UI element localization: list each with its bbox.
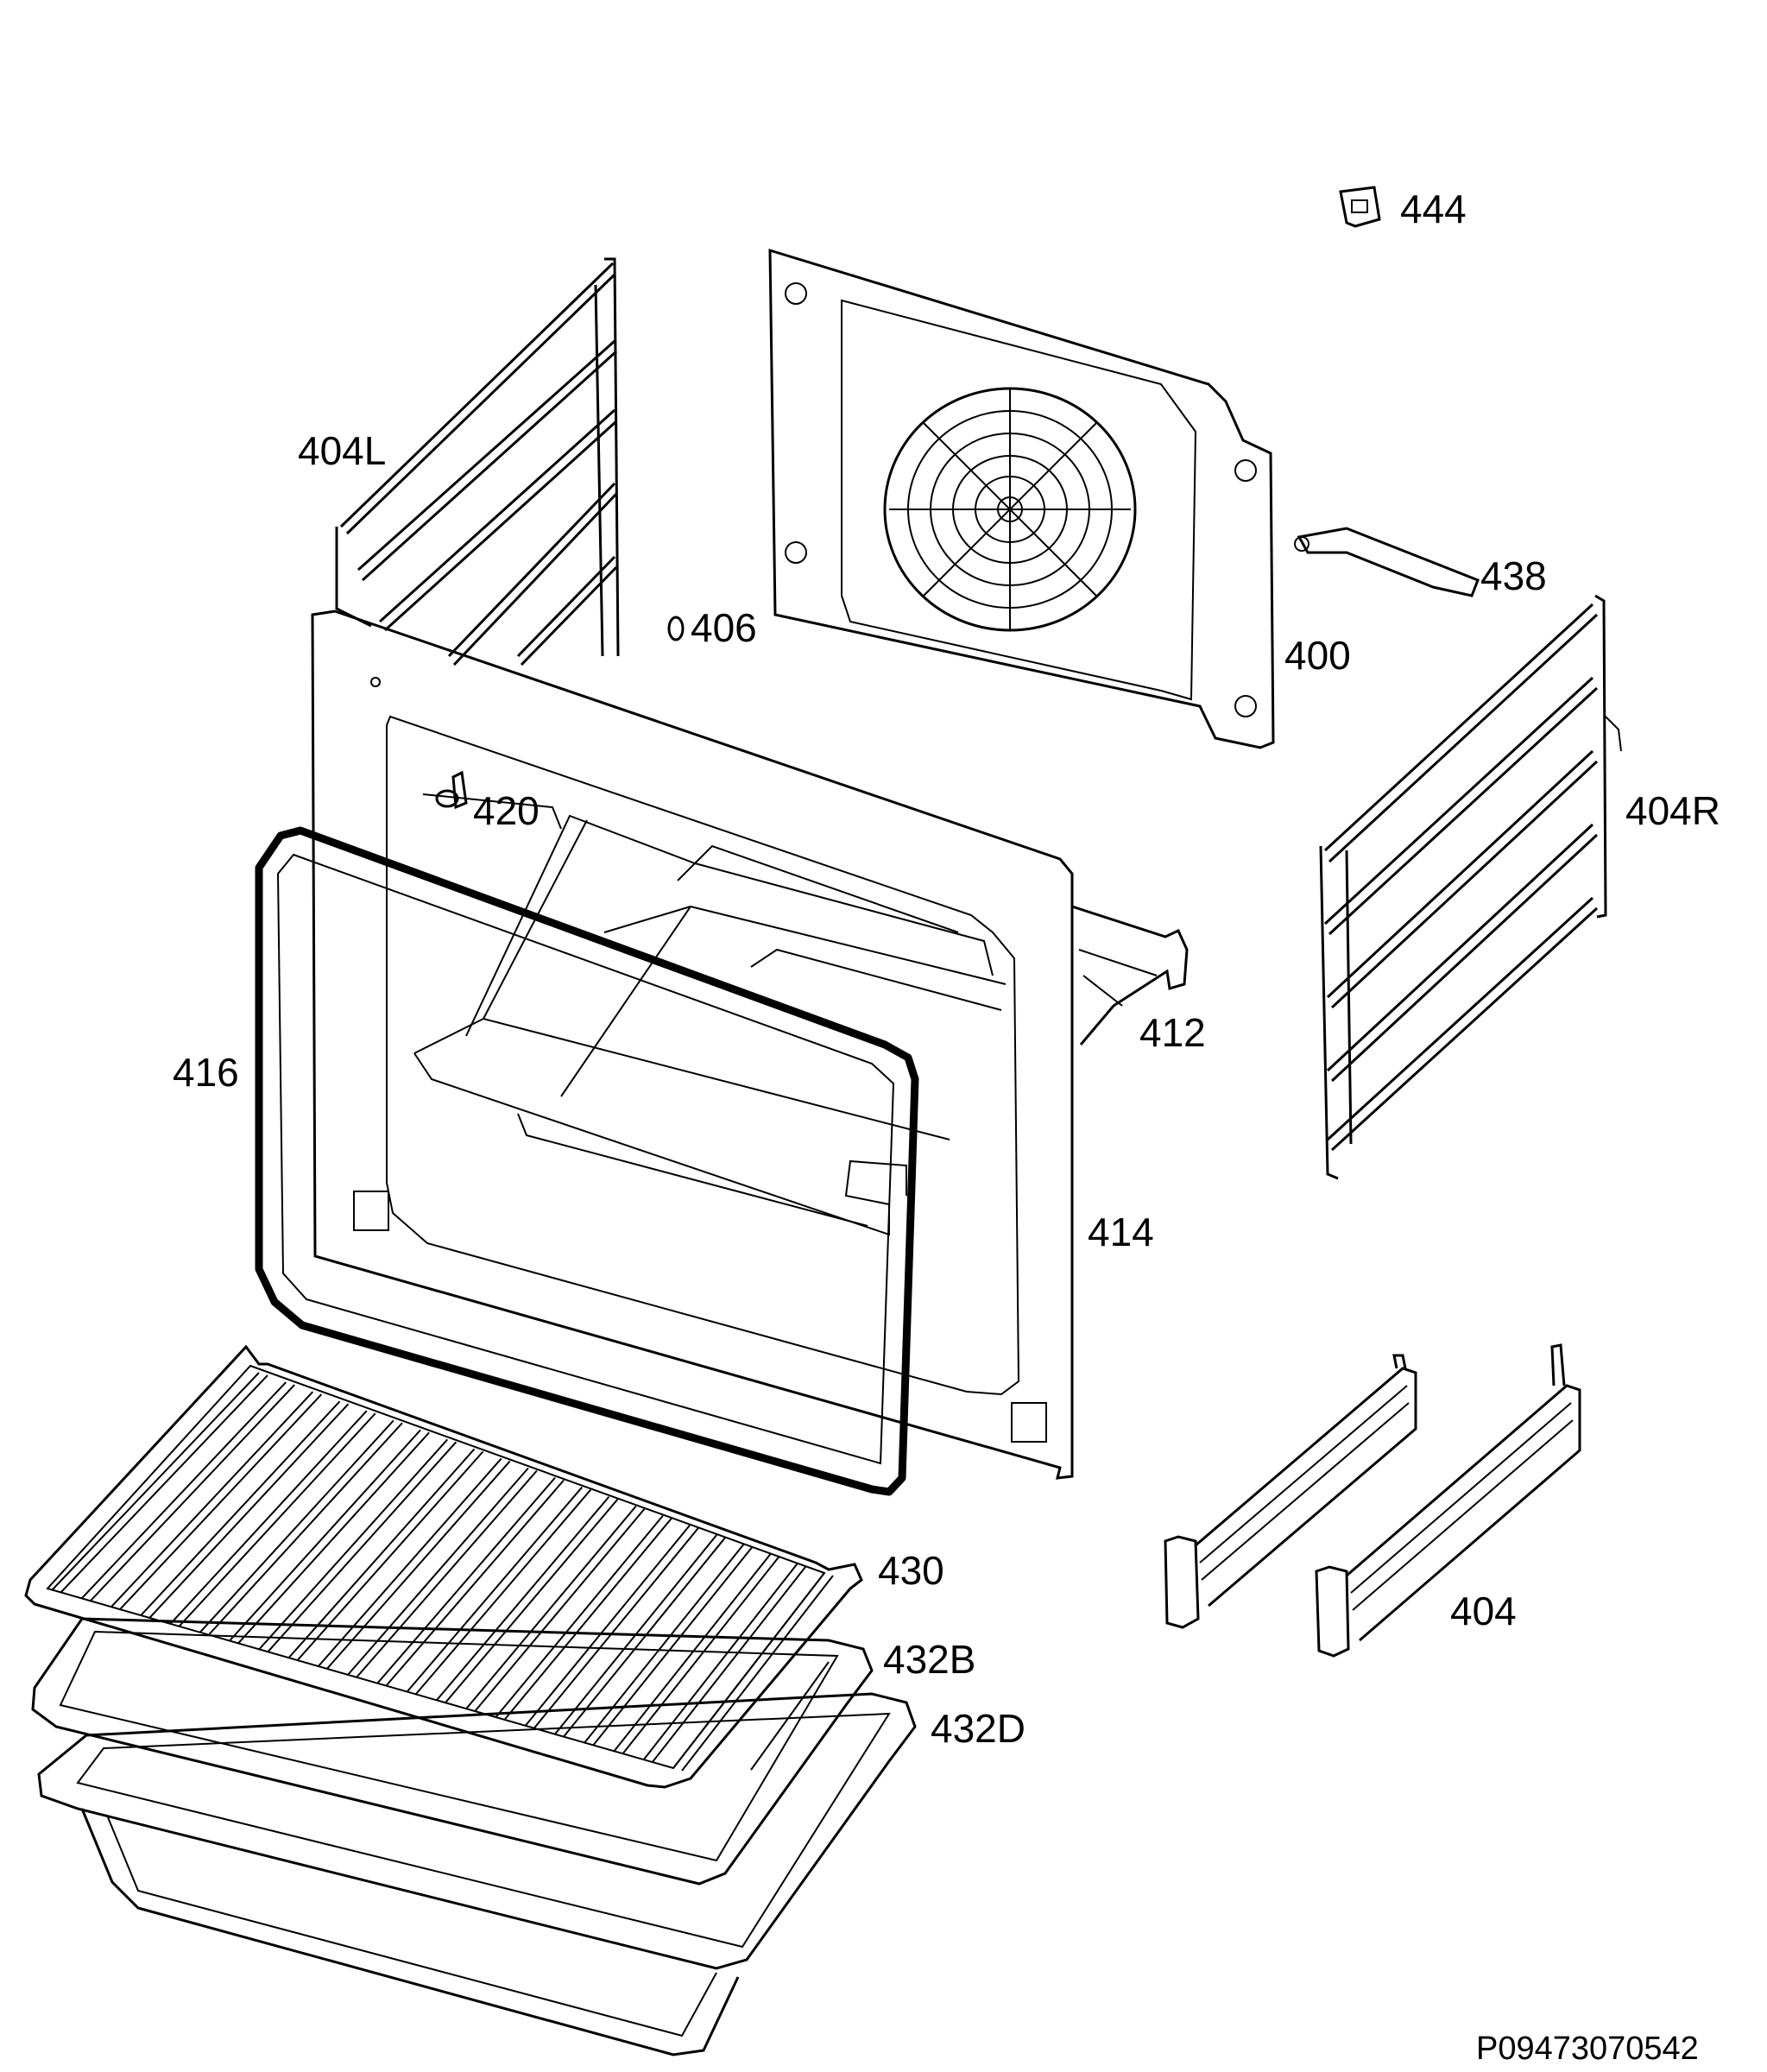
rack-bar <box>228 1429 421 1642</box>
rack-bar-edge <box>533 1527 699 1729</box>
rack-bar-edge <box>148 1403 350 1620</box>
label-432D: 432D <box>931 1706 1025 1751</box>
rack-bar <box>287 1448 476 1659</box>
label-404: 404 <box>1450 1589 1517 1633</box>
label-412: 412 <box>1139 1010 1206 1055</box>
rack-bar <box>258 1438 449 1651</box>
diagram-reference-number: P09473070542 <box>1476 2031 1699 2067</box>
label-406: 406 <box>691 605 757 650</box>
part-444-clip <box>1339 186 1381 228</box>
rack-bar-edge <box>89 1384 295 1602</box>
rack-bar <box>524 1525 691 1727</box>
rack-bar <box>495 1515 664 1718</box>
rack-bar <box>199 1419 394 1633</box>
rack-bar-edge <box>592 1546 754 1747</box>
cavity-interior <box>413 793 1007 1236</box>
part-404R-right-runner <box>1319 594 1622 1180</box>
rack-bar <box>376 1476 556 1684</box>
part-430-wire-rack <box>24 1344 863 1789</box>
label-432B: 432B <box>883 1637 975 1682</box>
part-414-cavity-frame <box>311 610 1074 1480</box>
part-404-telescopic-runners <box>1164 1343 1581 1658</box>
label-404L: 404L <box>298 428 386 473</box>
part-432D-deep-tray <box>37 1692 917 2056</box>
rack-bar-edge <box>563 1537 727 1738</box>
part-400-back-panel <box>768 248 1275 749</box>
rack-bar-edge <box>267 1441 458 1653</box>
label-416: 416 <box>173 1050 239 1095</box>
rack-bar-edge <box>325 1460 511 1670</box>
rack-bar-edge <box>651 1565 807 1763</box>
part-438-bracket <box>1294 527 1480 597</box>
rack-bar-edge <box>178 1412 376 1627</box>
rack-bar-edge <box>444 1498 619 1704</box>
rack-bar <box>435 1495 610 1702</box>
rack-bar-edge <box>414 1488 592 1696</box>
rack-bar <box>465 1506 637 1709</box>
part-432B-flat-tray <box>31 1617 874 1886</box>
rack-bar <box>80 1381 287 1600</box>
part-404L-left-runner <box>335 257 620 666</box>
rack-bar <box>347 1467 529 1676</box>
label-404R: 404R <box>1625 788 1720 833</box>
rack-bar <box>169 1410 368 1625</box>
rack-bar <box>110 1391 314 1608</box>
rack-bar-edge <box>60 1374 268 1594</box>
label-438: 438 <box>1480 553 1547 598</box>
label-430: 430 <box>878 1548 944 1593</box>
rack-bar <box>672 1572 825 1769</box>
label-420: 420 <box>473 788 540 833</box>
rack-bar <box>584 1544 745 1744</box>
rack-bar <box>317 1457 502 1667</box>
rack-bar <box>140 1400 341 1617</box>
rack-bar <box>613 1553 772 1753</box>
rack-bar-edge <box>118 1393 323 1611</box>
rack-bar-edge <box>385 1479 565 1687</box>
rack-bar <box>51 1372 260 1591</box>
rack-bar <box>406 1486 584 1693</box>
rack-bar <box>642 1563 798 1760</box>
rack-bar-edge <box>622 1556 780 1755</box>
label-414: 414 <box>1088 1210 1154 1254</box>
rack-bar-edge <box>503 1518 672 1721</box>
label-444: 444 <box>1400 186 1467 231</box>
rack-bars <box>51 1372 834 1772</box>
part-420-screw <box>435 770 468 810</box>
rack-bar-edge <box>474 1508 646 1712</box>
rack-bar-edge <box>237 1431 430 1645</box>
label-400: 400 <box>1284 633 1351 678</box>
part-406-fastener <box>667 616 685 641</box>
rack-bar-edge <box>356 1469 538 1678</box>
rack-bar-edge <box>207 1422 403 1636</box>
part-416-door-seal <box>255 826 919 1496</box>
rack-bar-edge <box>681 1575 834 1772</box>
part-412-support <box>1071 905 1189 1045</box>
